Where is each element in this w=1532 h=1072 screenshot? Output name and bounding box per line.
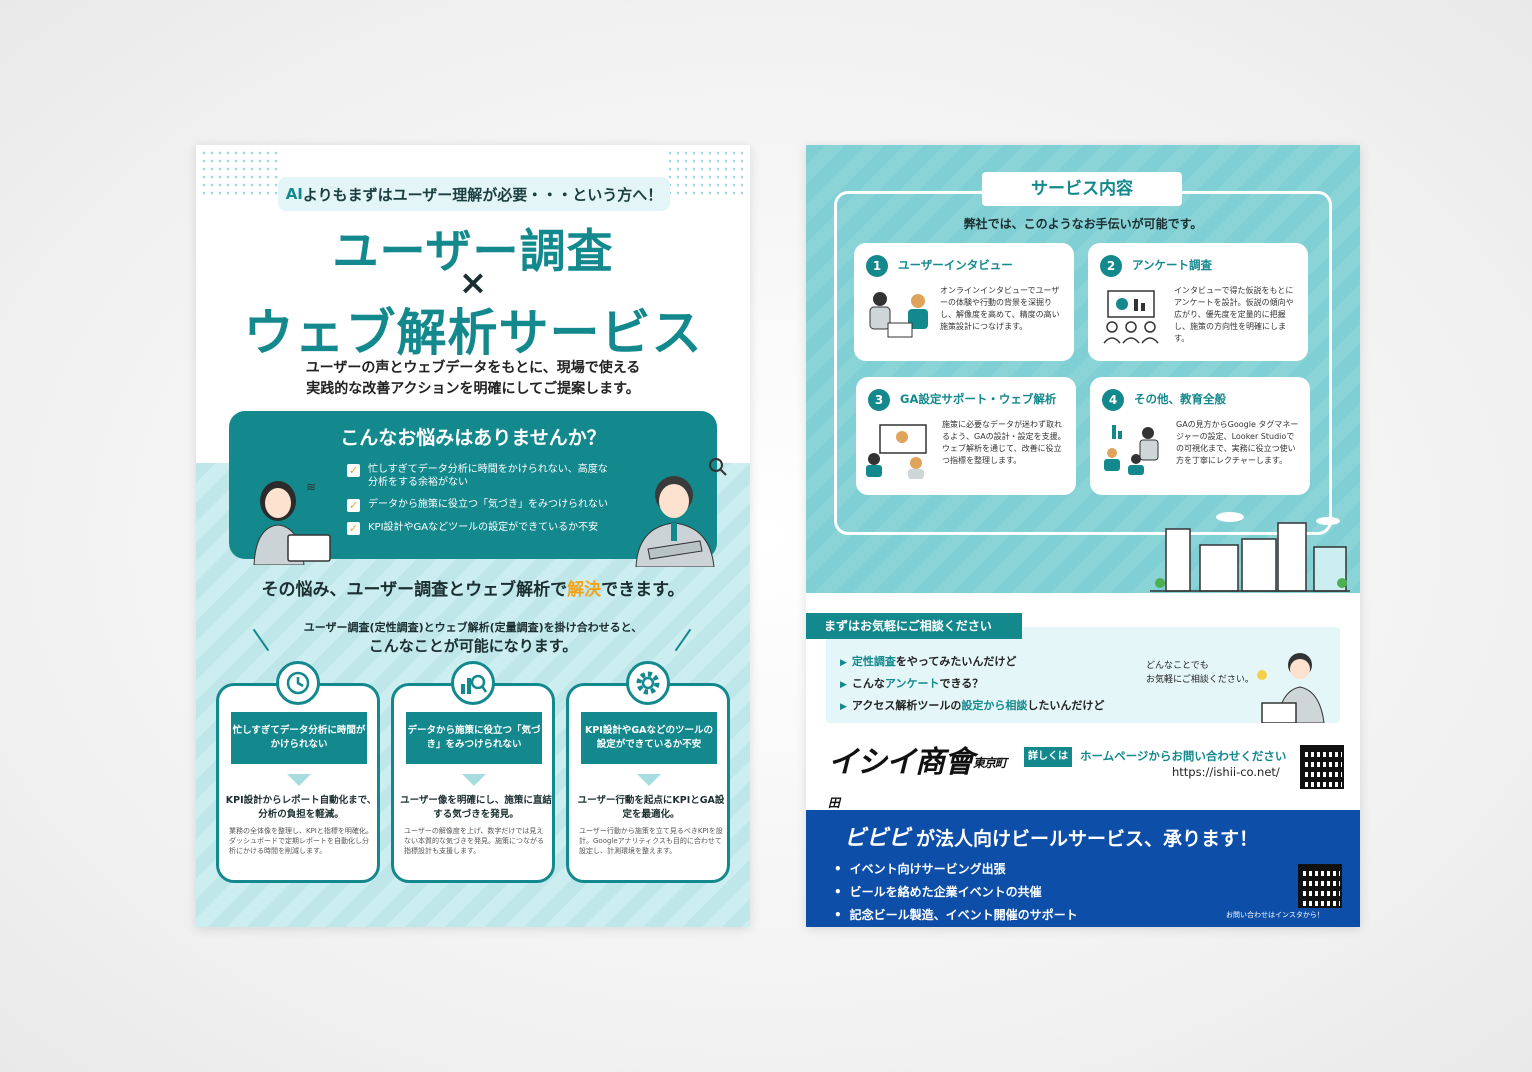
detail-tag: 詳しくは [1024,747,1072,767]
check-icon: ✓ [347,522,360,535]
service-desc: インタビューで得た仮説をもとにアンケートを設計。仮説の傾向や広がり、優先度を定量… [1174,286,1294,343]
worry-item: ✓データから施策に役立つ「気づき」をみつけられない [347,499,608,512]
svg-text:≋: ≋ [306,480,316,494]
card-head: データから施策に役立つ「気づき」をみつけられない [406,712,542,764]
chart-magnifier-icon [451,661,495,705]
cityscape-icon [1150,512,1350,592]
service-desc: GAの見方からGoogle タグマネージャーの設定、Looker Studioで… [1176,420,1299,465]
lead-text: ユーザーの声とウェブデータをもとに、現場で使える 実践的な改善アクションを明確に… [196,358,750,400]
intro-text: よりもまずはユーザー理解が必要・・・という方へ！ [302,185,663,204]
beer-item: イベント向けサービング出張 [834,860,1078,877]
lead-line2: 実践的な改善アクションを明確にしてご提案します。 [306,381,640,397]
triangle-bullet-icon: ▶ [840,680,847,690]
service-name: GA設定サポート・ウェブ解析 [900,392,1057,406]
beer-item: ビールを絡めた企業イベントの共催 [834,883,1078,900]
consult-tag: まずはお気軽にご相談ください [806,613,1022,639]
service-lead: 弊社では、このようなお手伝いが可能です。 [963,217,1203,231]
lead-line1: ユーザーの声とウェブデータをもとに、現場で使える [305,360,641,376]
survey-audience-icon [1103,290,1159,344]
card-head: KPI設計やGAなどのツールの設定ができているか不安 [581,712,717,764]
combine-line1: ユーザー調査(定性調査)とウェブ解析(定量調査)を掛け合わせると、 [303,621,643,634]
woman-laptop-icon: ≋ [253,480,331,565]
dot-pattern [666,149,746,199]
gear-icon [626,661,670,705]
clock-icon [276,661,320,705]
check-icon: ✓ [347,499,360,512]
dot-pattern [200,149,280,199]
right-flyer: サービス内容 弊社では、このようなお手伝いが可能です。 1 ユーザーインタビュー… [806,145,1360,927]
down-arrow-icon [637,774,661,786]
consult-item: ▶アクセス解析ツールの設定から相談したいんだけど [840,699,1105,712]
triangle-bullet-icon: ▶ [840,702,847,712]
man-laptop-icon [1257,653,1325,723]
benefit-card-3: KPI設計やGAなどのツールの設定ができているか不安 ユーザー行動を起点にKPI… [566,683,730,883]
service-card-1: 1 ユーザーインタビュー オンラインインタビューでユーザーの体験や行動の背景を深… [854,243,1074,361]
service-name: ユーザーインタビュー [898,258,1013,272]
consult-list: ▶定性調査をやってみたいんだけど ▶こんなアンケートできる？ ▶アクセス解析ツー… [840,653,1104,719]
beer-item: 記念ビール製造、イベント開催のサポート [834,906,1078,923]
intro-ai: AI [285,185,303,203]
times-symbol: × [458,263,488,303]
consult-box: ▶定性調査をやってみたいんだけど ▶こんなアンケートできる？ ▶アクセス解析ツー… [826,627,1340,723]
beer-title: ビビビが法人向けビールサービス、承ります！ [844,826,1259,851]
website-url[interactable]: https://ishii-co.net/ [1172,765,1280,779]
service-card-4: 4 その他、教育全般 GAの見方からGoogle タグマネージャーの設定、Loo… [1090,377,1310,495]
combine-line2: こんなことが可能になります。 [368,637,578,655]
interview-icon [869,292,928,338]
card-body: ユーザーの解像度を上げ、数字だけでは見えない本質的な気づきを発見。施策につながる… [404,827,544,855]
card-sub: ユーザー行動を起点にKPIとGA設定を最適化。 [577,795,725,820]
service-desc: 施策に必要なデータが迷わず取れるよう、GAの設計・設定を支援。ウェブ解析を通じて… [942,420,1066,465]
striped-background [806,145,1360,593]
down-arrow-icon [287,774,311,786]
card-sub: ユーザー像を明確にし、施策に直結する気づきを発見。 [400,795,552,820]
down-arrow-icon [462,774,486,786]
man-worried-icon [635,476,715,567]
service-name: その他、教育全般 [1134,392,1226,406]
card-body: ユーザー行動から施策を立て見るべきKPIを設計。Googleアナリティクスも目的… [579,827,723,855]
company-logo: イシイ商會東京町田 [828,745,1007,810]
service-desc: オンラインインタビューでユーザーの体験や行動の背景を深掘りし、解像度を高めて、精… [940,286,1060,331]
service-name: アンケート調査 [1132,258,1213,272]
service-number: 2 [1100,255,1122,277]
beer-note: お問い合わせはインスタから！ [1226,911,1324,919]
service-title: サービス内容 [982,172,1182,206]
worry-title: こんなお悩みはありませんか？ [340,427,606,449]
card-head: 忙しすぎてデータ分析に時間がかけられない [231,712,367,764]
main-title-line1: ユーザー調査 [332,224,614,278]
service-card-3: 3 GA設定サポート・ウェブ解析 施策に必要なデータが迷わず取れるよう、GAの設… [856,377,1076,495]
check-icon: ✓ [347,464,360,477]
benefit-card-2: データから施策に役立つ「気づき」をみつけられない ユーザー像を明確にし、施策に直… [391,683,555,883]
lecture-icon [1104,425,1159,475]
service-card-2: 2 アンケート調査 インタビューで得た仮説をもとにアンケートを設計。仮説の傾向や… [1088,243,1308,361]
qr-code-icon[interactable] [1298,864,1342,908]
solve-highlight: 解決 [567,580,602,600]
consult-item: ▶こんなアンケートできる？ [840,677,984,690]
benefit-card-1: 忙しすぎてデータ分析に時間がかけられない KPI設計からレポート自動化まで、分析… [216,683,380,883]
video-meeting-icon [866,424,927,479]
worry-item: ✓KPI設計やGAなどツールの設定ができているか不安 [347,522,599,535]
service-number: 3 [868,389,890,411]
qr-code-icon[interactable] [1300,745,1344,789]
beer-list: イベント向けサービング出張 ビールを絡めた企業イベントの共催 記念ビール製造、イ… [834,860,1078,927]
service-number: 4 [1102,389,1124,411]
chart-search-icon [690,451,727,476]
triangle-bullet-icon: ▶ [840,658,847,668]
card-sub: KPI設計からレポート自動化まで、分析の負担を軽減。 [225,795,377,820]
detail-text: ホームページからお問い合わせください [1080,749,1287,763]
consult-aside: どんなことでも お気軽にご相談ください。 [1146,661,1254,685]
worry-list: ✓忙しすぎてデータ分析に時間をかけられない、高度な分析をする余裕がない ✓データ… [347,463,617,544]
worry-item: ✓忙しすぎてデータ分析に時間をかけられない、高度な分析をする余裕がない [347,464,608,488]
service-number: 1 [866,255,888,277]
consult-item: ▶定性調査をやってみたいんだけど [840,655,1017,668]
beer-brand: ビビビ [844,826,911,851]
main-title-line2: ウェブ解析サービス [243,304,703,362]
solve-heading: その悩み、ユーザー調査とウェブ解析で解決できます。 [261,580,685,600]
card-body: 業務の全体像を整理し、KPIと指標を明確化。ダッシュボードで定期レポートを自動化… [229,827,373,855]
